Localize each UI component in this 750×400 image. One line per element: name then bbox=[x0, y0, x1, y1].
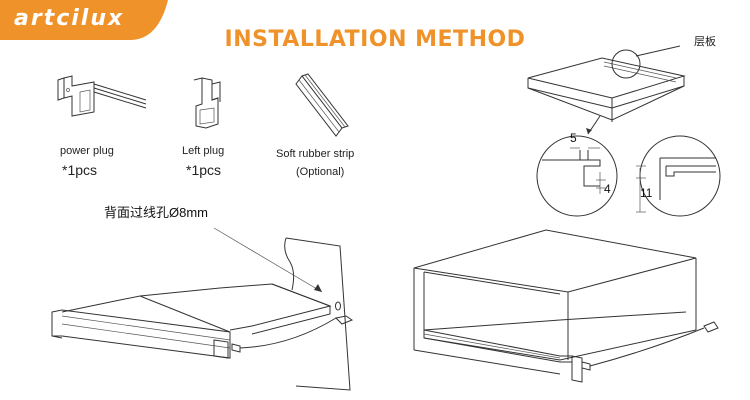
dim-height: 11 bbox=[640, 186, 653, 200]
power-plug-qty: *1pcs bbox=[62, 162, 98, 178]
detail-circle-right bbox=[636, 135, 721, 217]
power-plug-label: power plug bbox=[60, 145, 114, 157]
detail-circle-left bbox=[536, 135, 618, 217]
wire-hole-note: 背面过线孔Ø8mm bbox=[104, 205, 209, 220]
dim-gap: 5 bbox=[570, 131, 577, 145]
left-plug-label: Left plug bbox=[182, 145, 225, 157]
brand-logo: artcilux bbox=[14, 6, 125, 31]
bottom-right-cabinet bbox=[413, 229, 719, 383]
dim-depth: 4 bbox=[604, 182, 611, 196]
left-plug-qty: *1pcs bbox=[186, 162, 222, 178]
left-plug-drawing bbox=[193, 77, 221, 129]
logo-tab bbox=[0, 0, 168, 40]
shelf-label: 层板 bbox=[694, 36, 716, 48]
page-title: INSTALLATION METHOD bbox=[224, 27, 526, 52]
rubber-strip-optional: (Optional) bbox=[296, 166, 345, 178]
shelf-drawing bbox=[527, 45, 686, 135]
power-plug-drawing bbox=[57, 75, 147, 117]
rubber-strip-drawing bbox=[295, 73, 349, 137]
bottom-left-assembly bbox=[51, 227, 354, 391]
rubber-strip-label: Soft rubber strip bbox=[276, 148, 355, 160]
